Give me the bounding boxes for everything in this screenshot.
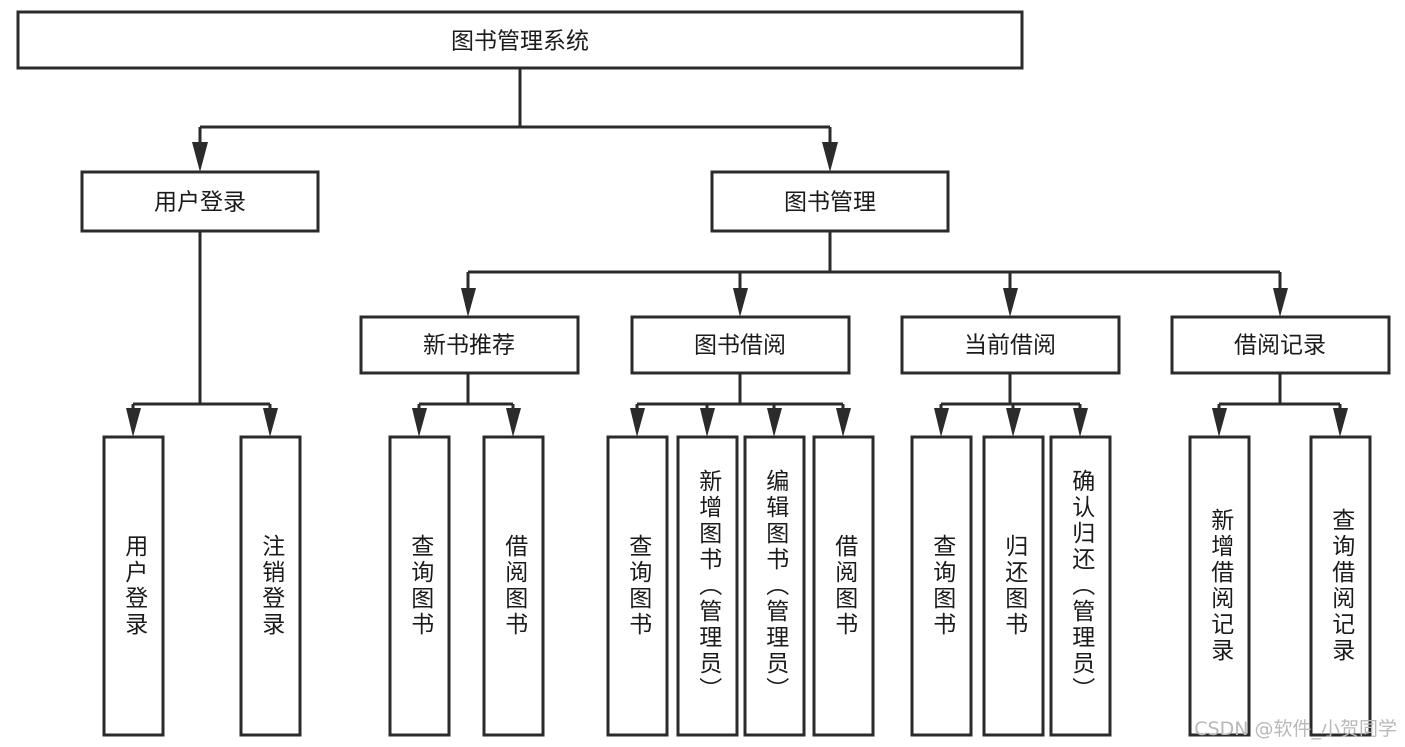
node-book-manage-label: 图书管理 — [784, 190, 876, 216]
node-user-login-label: 用户登录 — [154, 190, 246, 216]
leaf-boxes-layer — [102, 435, 1372, 737]
node-leaf-return-book-box[interactable] — [982, 435, 1045, 737]
node-current-borrow-label: 当前借阅 — [964, 333, 1056, 359]
edge-current-borrow-to-leaves — [934, 373, 1088, 437]
node-leaf-query-book-1-box[interactable] — [388, 435, 451, 737]
node-root-label: 图书管理系统 — [451, 29, 589, 55]
arrow-head-book-borrow — [733, 288, 748, 317]
arrow-head-leaf-add-borrow-record — [1212, 408, 1227, 437]
node-leaf-query-book-2-box[interactable] — [606, 435, 669, 737]
arrow-head-leaf-add-book-admin — [700, 408, 715, 437]
node-user-login[interactable]: 用户登录 — [80, 170, 320, 233]
edges-layer — [126, 68, 1348, 437]
node-leaf-query-book-3-box[interactable] — [910, 435, 973, 737]
node-book-manage[interactable]: 图书管理 — [710, 170, 950, 233]
edge-root-to-level2 — [192, 68, 838, 172]
edge-book-borrow-to-leaves — [630, 373, 851, 437]
arrow-head-current-borrow — [1003, 288, 1018, 317]
node-new-book-recommend-label: 新书推荐 — [423, 333, 515, 359]
node-leaf-query-borrow-record-box[interactable] — [1309, 435, 1372, 737]
node-current-borrow[interactable]: 当前借阅 — [900, 315, 1121, 375]
edge-borrow-record-to-leaves — [1212, 373, 1348, 437]
node-root-box[interactable] — [16, 10, 1024, 70]
arrow-head-user-login — [192, 142, 208, 172]
node-new-book-recommend[interactable]: 新书推荐 — [359, 315, 580, 375]
arrow-head-leaf-borrow-book-1 — [506, 408, 521, 437]
nodes-layer: 图书管理系统 用户登录 图书管理 新书推荐 图书借阅 当前 — [16, 10, 1391, 737]
node-current-borrow-box[interactable] — [900, 315, 1121, 375]
node-borrow-record-box[interactable] — [1170, 315, 1391, 375]
arrow-head-book-manage — [822, 142, 838, 172]
arrow-head-leaf-return-book — [1006, 408, 1021, 437]
node-root[interactable]: 图书管理系统 — [16, 10, 1024, 70]
node-book-manage-box[interactable] — [710, 170, 950, 233]
node-leaf-add-book-admin-box[interactable] — [676, 435, 739, 737]
edge-new-book-to-leaves — [412, 373, 521, 437]
arrow-head-leaf-query-book-1 — [412, 408, 427, 437]
node-book-borrow[interactable]: 图书借阅 — [630, 315, 851, 375]
node-leaf-logout-login-box[interactable] — [239, 435, 302, 737]
arrow-head-leaf-query-borrow-record — [1333, 408, 1348, 437]
edge-book-manage-to-level3 — [461, 231, 1288, 317]
arrow-head-new-book-recommend — [461, 288, 476, 317]
arrow-head-leaf-logout-login — [263, 408, 278, 437]
node-borrow-record[interactable]: 借阅记录 — [1170, 315, 1391, 375]
node-leaf-borrow-book-1-box[interactable] — [482, 435, 545, 737]
node-book-borrow-label: 图书借阅 — [694, 333, 786, 359]
edge-user-login-to-leaves — [126, 231, 278, 437]
node-new-book-recommend-box[interactable] — [359, 315, 580, 375]
arrow-head-borrow-record — [1273, 288, 1288, 317]
arrow-head-leaf-user-login — [126, 408, 141, 437]
node-borrow-record-label: 借阅记录 — [1234, 333, 1326, 359]
node-leaf-add-borrow-record-box[interactable] — [1188, 435, 1251, 737]
arrow-head-leaf-borrow-book-2 — [836, 408, 851, 437]
arrow-head-leaf-query-book-2 — [630, 408, 645, 437]
node-leaf-user-login-box[interactable] — [102, 435, 165, 737]
node-user-login-box[interactable] — [80, 170, 320, 233]
node-leaf-borrow-book-2-box[interactable] — [812, 435, 875, 737]
csdn-watermark: CSDN @软件_小贺同学 — [1194, 718, 1397, 740]
arrow-head-leaf-edit-book-admin — [767, 408, 782, 437]
node-leaf-edit-book-admin-box[interactable] — [743, 435, 806, 737]
arrow-head-leaf-confirm-return-admin — [1073, 408, 1088, 437]
arrow-head-leaf-query-book-3 — [934, 408, 949, 437]
node-book-borrow-box[interactable] — [630, 315, 851, 375]
node-leaf-confirm-return-admin-box[interactable] — [1049, 435, 1112, 737]
